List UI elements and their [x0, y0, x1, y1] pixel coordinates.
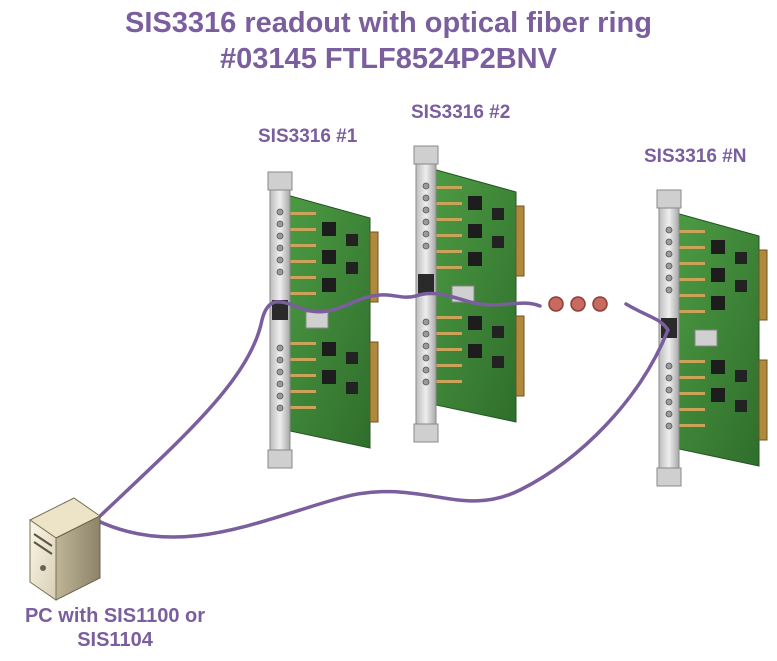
ellipsis-dots-icon [548, 296, 608, 312]
optical-fiber-cable [94, 302, 670, 539]
title-line-2: #03145 FTLF8524P2BNV [220, 43, 557, 75]
vme-board-icon [656, 189, 768, 487]
pc-label: PC with SIS1100 or SIS1104 [0, 604, 230, 652]
board-label-n: SIS3316 #N [644, 146, 747, 167]
title-line-1: SIS3316 readout with optical fiber ring [125, 7, 652, 39]
pc-label-line-1: PC with SIS1100 or [24, 605, 206, 627]
pc-tower-icon [29, 497, 101, 601]
board-label-2: SIS3316 #2 [411, 102, 511, 123]
optical-fiber-cable [96, 291, 542, 520]
pc-label-line-2: SIS1104 [77, 629, 153, 651]
board-label-1: SIS3316 #1 [258, 126, 358, 147]
vme-board-icon [267, 171, 379, 469]
